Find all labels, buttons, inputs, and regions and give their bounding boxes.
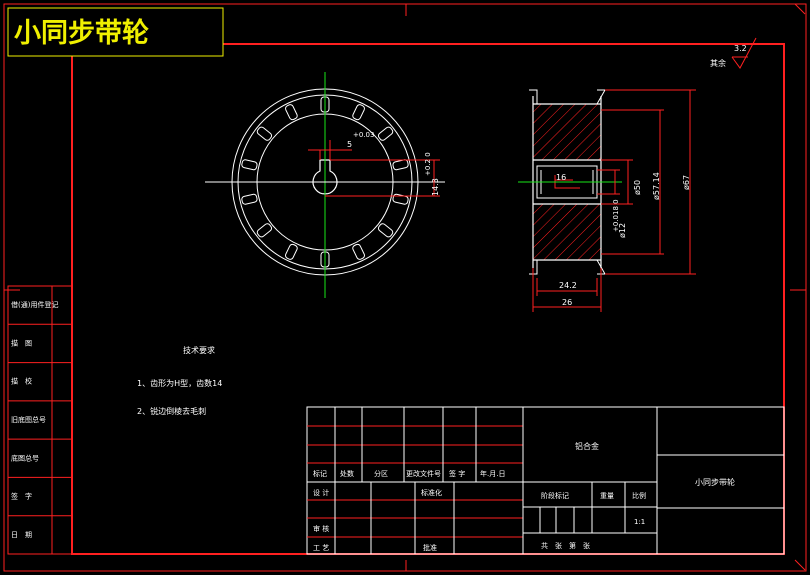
pulley-tooth (241, 193, 258, 205)
pulley-tooth (256, 126, 273, 141)
rev-header-2: 分区 (374, 469, 388, 478)
hub-dia-dim: ø50 (633, 180, 642, 195)
scale-label: 比例 (632, 491, 646, 500)
tech-req-item-2: 2、锐边倒棱去毛刺 (137, 406, 206, 416)
pitch-dia-dim: ø57.14 (652, 172, 661, 200)
title-box (7, 7, 224, 57)
standard-label: 标准化 (421, 488, 442, 497)
scale-value: 1:1 (634, 518, 645, 526)
approve-label: 批准 (423, 543, 437, 552)
bore-dia-tol: +0.018 0 (612, 199, 620, 232)
bore-keyway (312, 159, 338, 195)
design-label: 设 计 (313, 488, 329, 497)
weight-label: 重量 (600, 492, 614, 500)
pulley-tooth (285, 243, 298, 260)
pulley-tooth (377, 223, 394, 238)
pulley-tooth (285, 104, 298, 121)
left-strip-label: 底图总号 (11, 453, 39, 462)
review-label: 审 核 (313, 524, 329, 533)
material: 铝合金 (575, 441, 599, 451)
hatch-label: 16 (556, 173, 566, 182)
rev-header-3: 更改文件号 (406, 469, 441, 478)
key-width-dim: 5 (347, 140, 352, 149)
drawing-title: 小同步带轮 (14, 18, 149, 49)
roughness-value: 3.2 (734, 44, 747, 53)
key-depth-tol: +0.2 0 (424, 152, 432, 176)
key-width-tol: +0.03 (353, 131, 374, 139)
left-strip-label: 日 期 (11, 531, 32, 539)
pulley-tooth (352, 243, 365, 260)
stage-label: 阶段标记 (541, 491, 569, 500)
left-strip-label: 旧底图总号 (11, 415, 46, 424)
pulley-tooth (352, 104, 365, 121)
left-strip-label: 描 图 (11, 338, 32, 347)
side-view: 16 24.2 26 (518, 89, 696, 312)
key-depth-dim: 14.3 (431, 178, 440, 196)
rev-header-0: 标记 (313, 469, 327, 478)
frame-ticks (4, 3, 806, 571)
title-block: 标记 处数 分区 更改文件号 签 字 年.月.日 设 计 标准化 审 核 工 艺… (306, 406, 785, 555)
hatch-lower (533, 204, 601, 260)
front-view: 5 +0.03 (205, 72, 445, 298)
pulley-tooth (392, 193, 409, 205)
outer-frame (3, 3, 807, 572)
tech-req-item-1: 1、齿形为H型，齿数14 (137, 378, 222, 388)
roughness-label: 其余 (710, 58, 726, 68)
pulley-tooth (256, 223, 273, 238)
rev-header-4: 签 字 (449, 469, 465, 478)
rev-header-1: 处数 (340, 469, 354, 478)
outer-dia-dim: ø67 (682, 175, 691, 190)
pulley-tooth (377, 126, 394, 141)
left-strip-label: 描 校 (11, 377, 32, 386)
left-strip-label: 借(通)用件登记 (11, 300, 58, 309)
bore-dia-dim: ø12 (618, 223, 627, 238)
roughness-symbol: 3.2 其余 (710, 37, 757, 69)
rev-header-5: 年.月.日 (480, 469, 505, 478)
pulley-tooth (392, 159, 409, 171)
total-width-dim: 26 (562, 298, 572, 307)
left-strip-label: 签 字 (11, 492, 32, 501)
sheets-label: 共 张 第 张 (541, 541, 590, 550)
hatch-upper (533, 104, 601, 160)
tech-req-heading: 技术要求 (183, 345, 215, 355)
process-label: 工 艺 (313, 544, 329, 552)
part-name: 小同步带轮 (695, 477, 735, 487)
pulley-tooth (241, 159, 258, 171)
tooth-width-dim: 24.2 (559, 281, 577, 290)
